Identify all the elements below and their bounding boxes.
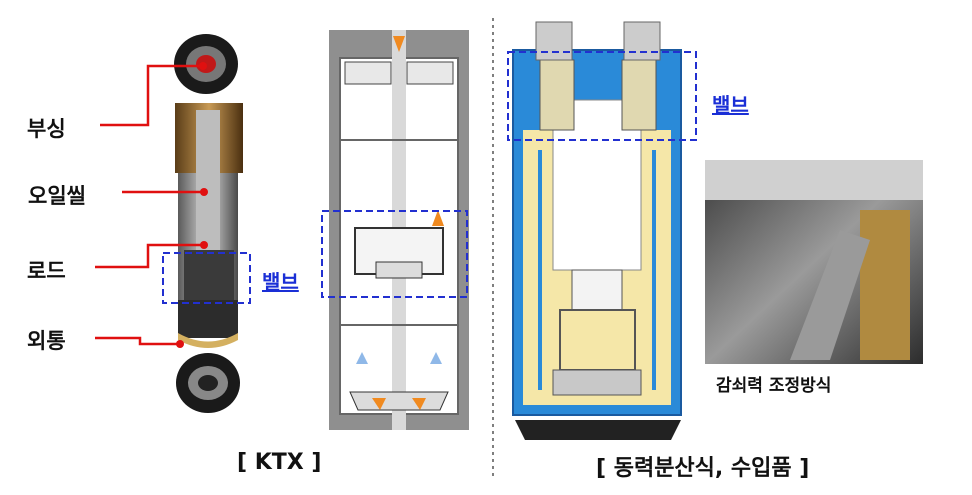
damping-adjust-photo — [705, 160, 923, 364]
label-outer-tube: 외통 — [27, 329, 66, 353]
shock-absorber-photo — [174, 34, 243, 413]
valve-box-left — [162, 252, 251, 304]
label-damping-adjust: 감쇠력 조정방식 — [716, 376, 832, 396]
imported-cross-section — [512, 21, 682, 440]
leader-dots — [176, 62, 208, 348]
label-bushing: 부싱 — [27, 117, 66, 141]
caption-imported: [ 동력분산식, 수입품 ] — [596, 456, 810, 481]
valve-box-middle — [321, 210, 468, 298]
leader-lines — [95, 64, 204, 346]
label-valve-right: 밸브 — [712, 93, 749, 117]
caption-ktx: [ KTX ] — [237, 450, 322, 475]
ktx-cross-section — [329, 30, 469, 430]
label-oil-seal: 오일씰 — [28, 184, 86, 208]
valve-box-right — [507, 51, 697, 141]
label-rod: 로드 — [27, 259, 66, 283]
label-valve-left: 밸브 — [262, 270, 299, 294]
